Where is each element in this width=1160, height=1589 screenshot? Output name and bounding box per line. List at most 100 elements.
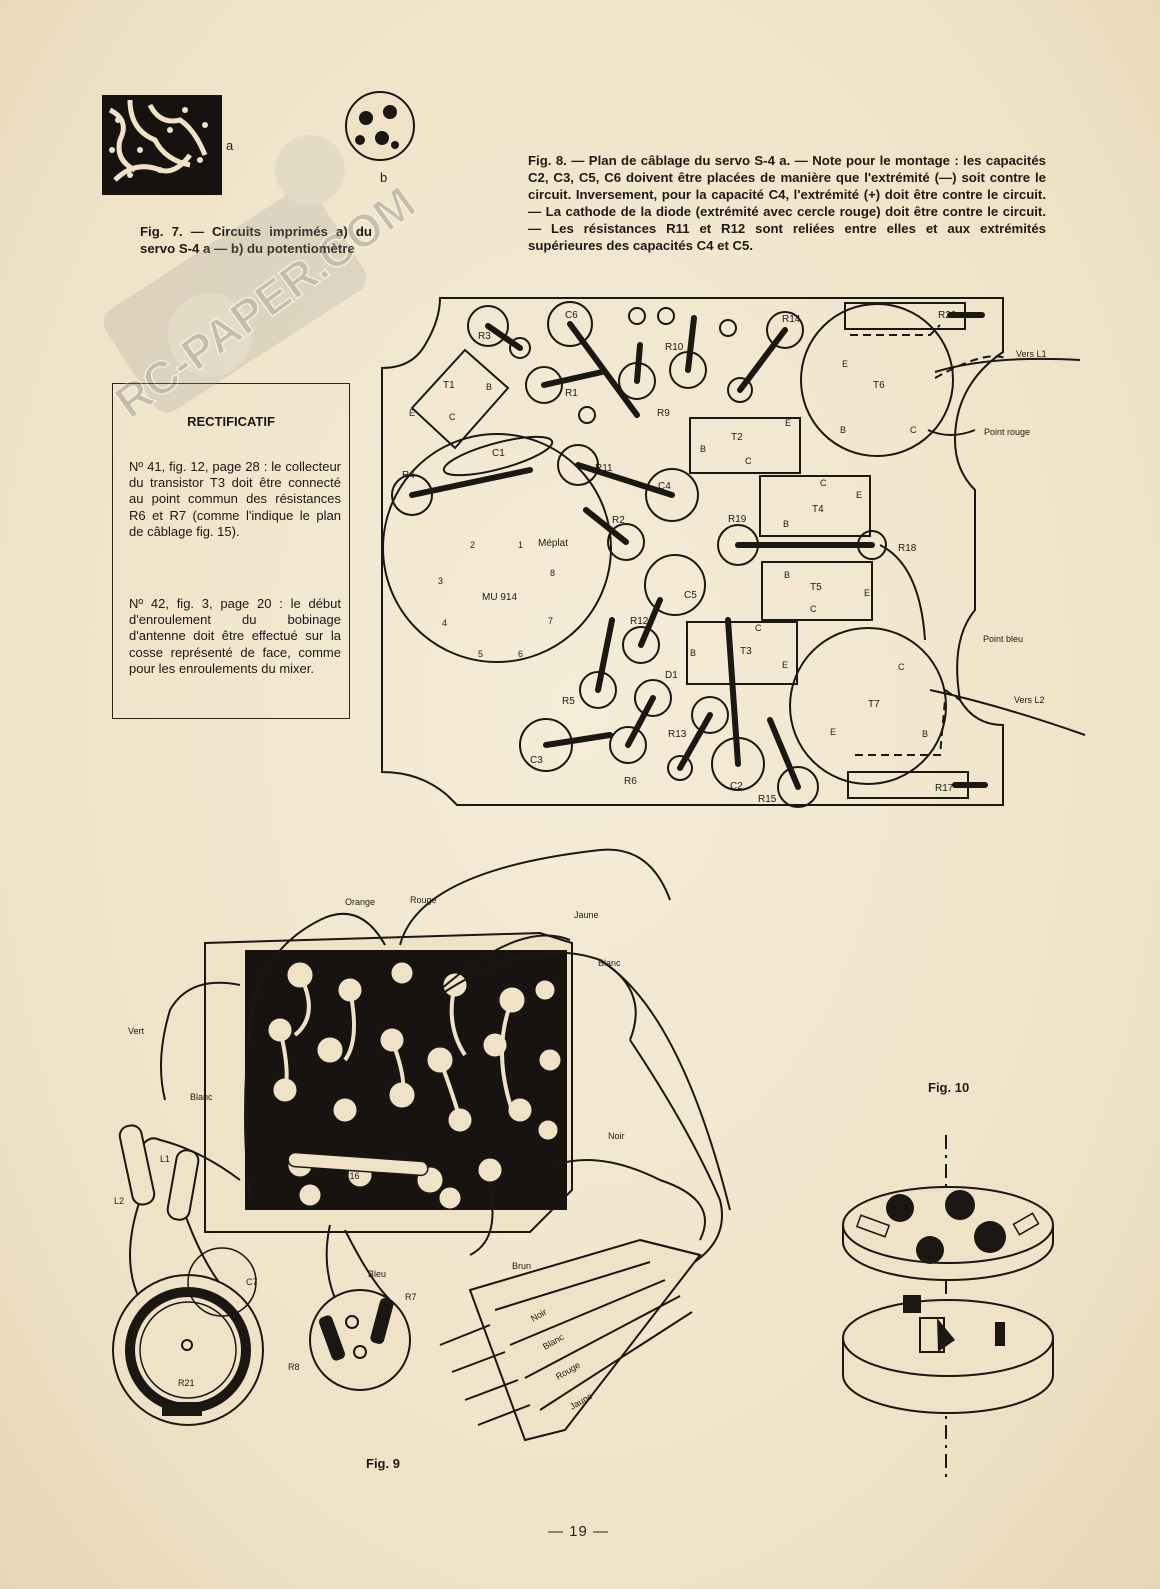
label-r11: R11: [595, 463, 613, 474]
svg-text:E: E: [842, 359, 848, 369]
svg-text:C: C: [810, 604, 817, 614]
svg-text:E: E: [864, 588, 870, 598]
fig8-leads: [409, 312, 988, 790]
svg-text:2: 2: [470, 540, 475, 550]
fig8-components: [382, 301, 969, 808]
fig9-label: Fig. 9: [366, 1456, 400, 1471]
fig10-lower-disc: [842, 1295, 1054, 1414]
label-r10: R10: [665, 342, 684, 353]
mu914-footprint: [382, 433, 612, 663]
label-l2: L2: [114, 1196, 124, 1206]
label-t6: T6: [873, 380, 885, 391]
fig8-labels: R3 C6 R10 R14 R20 T1 R1 R9 T2 T6 C1 R11 …: [402, 310, 1047, 805]
fig7-caption: Fig. 7. — Circuits imprimés a) du servo …: [140, 224, 372, 256]
svg-text:5: 5: [478, 649, 483, 659]
fig7-label-a: a: [226, 138, 234, 153]
svg-text:E: E: [830, 727, 836, 737]
label-r3: R3: [478, 331, 491, 342]
t4-outline: [759, 475, 871, 537]
svg-text:C: C: [820, 478, 827, 488]
fig9-potentiometer: [112, 1247, 264, 1426]
label-r14: R14: [782, 314, 801, 325]
fig8-external-wires: [879, 357, 1086, 736]
label-t7: T7: [868, 699, 880, 710]
label-c3: C3: [530, 755, 543, 766]
r16-body: [287, 1151, 429, 1177]
label-bleu: Bleu: [368, 1269, 386, 1279]
fig9-pcb: [204, 931, 573, 1233]
label-blanc: Blanc: [598, 958, 621, 968]
fig7-label-b: b: [380, 170, 387, 185]
label-brun: Brun: [512, 1261, 531, 1271]
fig9-connector: [439, 1238, 702, 1442]
svg-text:8: 8: [550, 568, 555, 578]
label-r9: R9: [657, 408, 670, 419]
t7-coil-footprint: [789, 627, 947, 785]
fig10-upper-disc: [842, 1186, 1054, 1281]
label-r8: R8: [288, 1362, 300, 1372]
label-r2: R2: [612, 515, 625, 526]
label-c7: C7: [246, 1277, 258, 1287]
svg-text:B: B: [486, 382, 492, 392]
svg-text:E: E: [782, 660, 788, 670]
label-t4: T4: [812, 504, 824, 515]
label-vert: Vert: [128, 1026, 145, 1036]
svg-text:C: C: [910, 425, 917, 435]
fig8-caption: Fig. 8. — Plan de câblage du servo S-4 a…: [528, 153, 1046, 253]
label-vers-l1: Vers L1: [1016, 349, 1047, 359]
label-r7: R7: [405, 1292, 417, 1302]
label-r19: R19: [728, 514, 747, 525]
label-jaune: Jaune: [574, 910, 599, 920]
label-r4: R4: [402, 470, 415, 481]
fig10-label: Fig. 10: [928, 1080, 970, 1095]
label-r6: R6: [624, 776, 637, 787]
svg-text:C: C: [898, 662, 905, 672]
rectificatif-note-41: Nº 41, fig. 12, page 28 : le collecteur …: [129, 459, 341, 539]
c1-body: [442, 435, 554, 477]
svg-text:E: E: [785, 418, 791, 428]
label-t1: T1: [443, 380, 455, 391]
svg-text:7: 7: [548, 616, 553, 626]
t5-outline: [761, 561, 873, 621]
svg-text:B: B: [690, 648, 696, 658]
rectificatif-title: RECTIFICATIF: [187, 414, 275, 429]
rectificatif-box: RECTIFICATIF Nº 41, fig. 12, page 28 : l…: [112, 383, 350, 719]
label-orange: Orange: [345, 897, 375, 907]
label-t2: T2: [731, 432, 743, 443]
label-c1: C1: [492, 448, 505, 459]
c7-outline: [187, 1247, 257, 1317]
fig8-under-board-wires: [850, 324, 1006, 756]
label-c2: C2: [730, 781, 743, 792]
label-c6: C6: [565, 310, 578, 321]
label-r16: R16: [343, 1171, 360, 1181]
label-r15: R15: [758, 794, 777, 805]
fig7-pcb-b: [345, 91, 415, 161]
label-t3: T3: [740, 646, 752, 657]
svg-text:E: E: [856, 490, 862, 500]
label-rouge: Rouge: [410, 895, 437, 905]
svg-text:3: 3: [438, 576, 443, 586]
svg-text:1: 1: [518, 540, 523, 550]
rectificatif-note-42: Nº 42, fig. 3, page 20 : le début d'enro…: [129, 596, 341, 676]
svg-text:6: 6: [518, 649, 523, 659]
svg-text:B: B: [700, 444, 706, 454]
svg-text:B: B: [784, 570, 790, 580]
label-vers-l2: Vers L2: [1014, 695, 1045, 705]
svg-text:C: C: [745, 456, 752, 466]
label-point-rouge: Point rouge: [984, 427, 1030, 437]
label-point-bleu: Point bleu: [983, 634, 1023, 644]
fig9-coils: [118, 1124, 200, 1221]
label-r18: R18: [898, 543, 917, 554]
svg-text:E: E: [409, 408, 415, 418]
label-l1: L1: [160, 1154, 170, 1164]
svg-text:4: 4: [442, 618, 447, 628]
label-r17: R17: [935, 783, 954, 794]
label-c5: C5: [684, 590, 697, 601]
label-r1: R1: [565, 388, 578, 399]
label-r20: R20: [938, 310, 957, 321]
label-r12: R12: [630, 616, 649, 627]
